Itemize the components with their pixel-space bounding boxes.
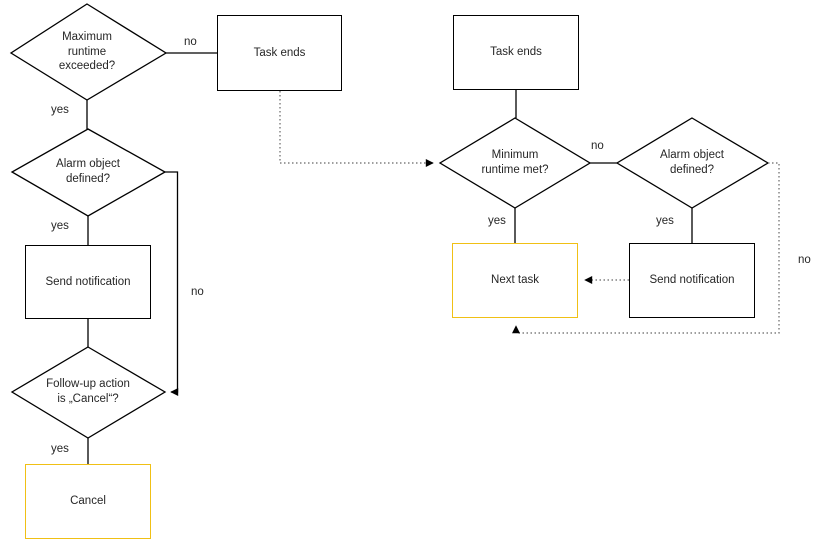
- node-send-notification-left-label: Send notification: [45, 275, 131, 288]
- edge-alarm-left-no: [165, 171, 179, 396]
- edge-task-ends-left-to-min-runtime: [279, 91, 434, 167]
- node-send-notification-left: Send notification: [25, 245, 151, 319]
- node-alarm-left-label: Alarm object defined?: [56, 158, 120, 185]
- edge-label-max-runtime-yes: yes: [51, 104, 69, 116]
- node-cancel-label: Cancel: [70, 495, 106, 508]
- edge-label-alarm-right-yes: yes: [656, 215, 674, 227]
- node-task-ends-right: Task ends: [453, 15, 579, 90]
- edge-label-alarm-left-yes: yes: [51, 220, 69, 232]
- edge-label-alarm-left-no: no: [191, 286, 204, 298]
- node-max-runtime-label: Maximum runtime exceeded?: [58, 30, 116, 73]
- node-send-notification-right: Send notification: [629, 243, 755, 318]
- node-task-ends-left-label: Task ends: [253, 46, 306, 59]
- node-next-task-label: Next task: [491, 274, 539, 287]
- node-next-task: Next task: [452, 243, 578, 318]
- edge-label-min-runtime-yes: yes: [488, 215, 506, 227]
- edge-alarm-right-no: [512, 162, 780, 334]
- node-task-ends-left: Task ends: [217, 15, 342, 91]
- edge-label-max-runtime-no: no: [184, 36, 197, 48]
- edge-label-follow-up-yes: yes: [51, 443, 69, 455]
- node-task-ends-right-label: Task ends: [490, 46, 542, 59]
- edge-label-min-runtime-no: no: [591, 140, 604, 152]
- node-follow-up-label: Follow-up action is „Cancel“?: [46, 378, 130, 405]
- node-alarm-right-label: Alarm object defined?: [660, 149, 724, 176]
- node-send-notification-right-label: Send notification: [649, 274, 735, 287]
- node-min-runtime-label: Minimum runtime met?: [481, 149, 549, 176]
- node-cancel: Cancel: [25, 464, 151, 539]
- edge-label-alarm-right-no: no: [798, 254, 811, 266]
